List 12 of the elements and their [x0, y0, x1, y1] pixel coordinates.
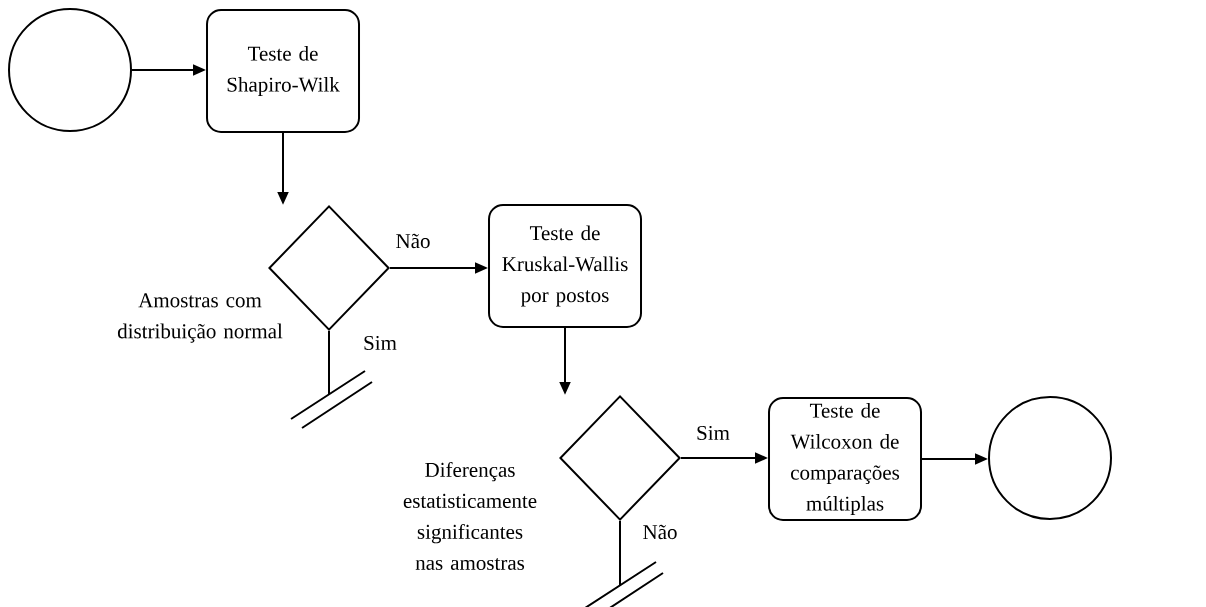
edge-label: Não: [641, 523, 679, 541]
process-box: Teste de Wilcoxon de comparações múltiplas: [768, 397, 922, 521]
process-box: Teste de Kruskal-Wallis por postos: [488, 204, 642, 328]
decision-diamond: [559, 394, 681, 521]
condition-text: Diferenças estatisticamente significantes nas amostras: [403, 462, 537, 570]
terminal-circle: [8, 8, 132, 132]
condition-text: Amostras com distribuição normal: [117, 293, 283, 343]
edge-label: Sim: [695, 424, 731, 442]
process-box: Teste de Shapiro-Wilk: [206, 9, 360, 133]
edge-label: Não: [394, 232, 432, 250]
edge-label: Sim: [362, 334, 398, 352]
terminal-circle: [988, 396, 1112, 520]
